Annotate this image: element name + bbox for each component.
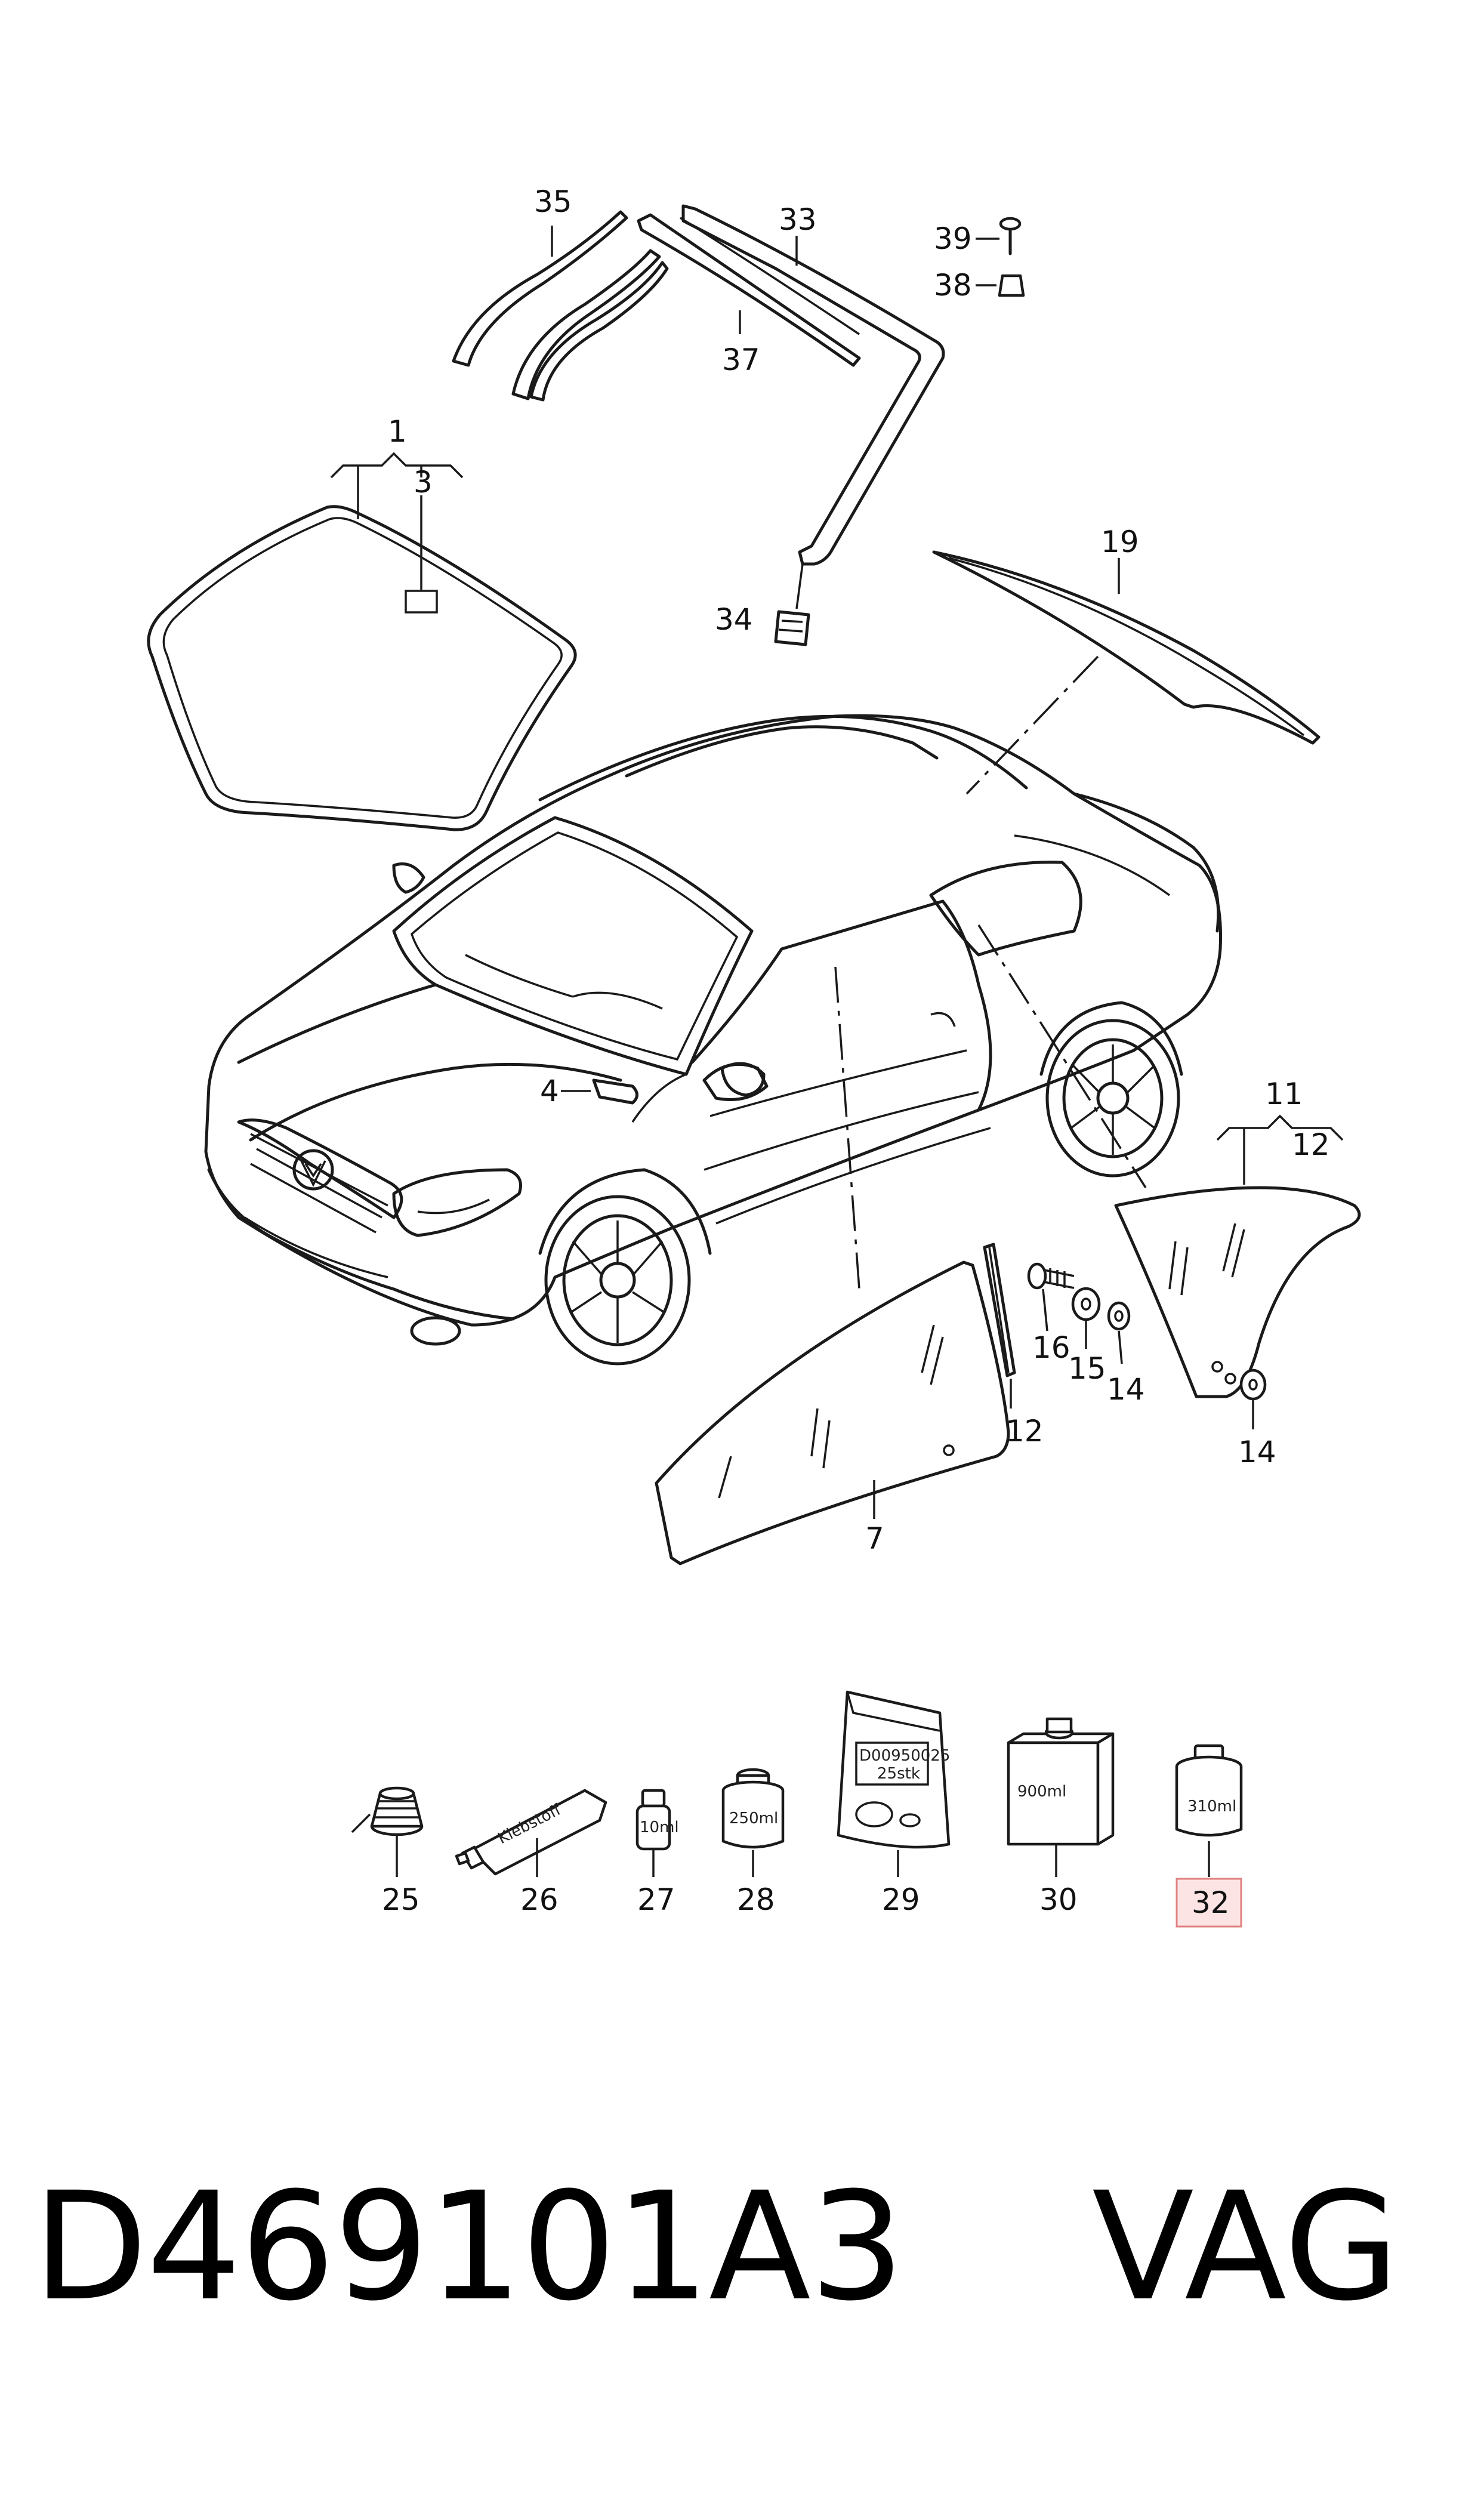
seal-ring-25 (351, 1786, 424, 1877)
callout-15: 15 (1068, 1351, 1106, 1386)
bag-label-1: D00950025 (859, 1747, 950, 1765)
callout-38: 38 (934, 268, 972, 303)
callout-12-quarter: 12 (1292, 1127, 1330, 1162)
callout-28: 28 (737, 1882, 775, 1917)
rear-window-19 (932, 550, 1321, 745)
bottle-box-30: 900ml (1007, 1717, 1115, 1877)
can-label: 250ml (729, 1810, 778, 1827)
callout-4: 4 (540, 1074, 559, 1108)
callout-26: 26 (520, 1882, 559, 1917)
callout-1: 1 (388, 414, 407, 449)
washer-15 (1071, 1287, 1101, 1321)
callout-35: 35 (534, 184, 572, 219)
can-28: 250ml (721, 1768, 785, 1877)
adhesive-tube-26: Klebstoff (455, 1789, 607, 1877)
bag-29: D00950025 25stk (837, 1690, 950, 1877)
tin-label: 310ml (1187, 1798, 1236, 1816)
roof-frame (452, 204, 945, 646)
bracket-11 (1216, 1114, 1344, 1185)
car-body (204, 714, 1223, 1366)
vial-label: 10ml (640, 1819, 679, 1836)
callout-34: 34 (715, 602, 753, 637)
callout-33: 33 (779, 202, 817, 237)
washer-14 (1107, 1301, 1131, 1331)
seal-12 (983, 1243, 1016, 1377)
brand-name: VAG (1092, 2160, 1400, 2334)
callout-14-door: 14 (1107, 1372, 1145, 1407)
callout-32: 32 (1192, 1885, 1230, 1920)
diagram-code: D469101A3 (33, 2160, 905, 2334)
washer-14b (1239, 1369, 1267, 1401)
callout-16: 16 (1032, 1330, 1070, 1365)
bolt-16 (1027, 1262, 1075, 1290)
callout-19: 19 (1101, 525, 1139, 559)
leader-lines (561, 655, 1147, 1290)
highlight-box-32 (1176, 1878, 1242, 1928)
callout-3: 3 (414, 465, 433, 500)
callout-14-quarter: 14 (1238, 1435, 1276, 1469)
sensor-plate (405, 590, 438, 614)
bag-label-2: 25stk (877, 1765, 920, 1783)
tin-32: 310ml (1175, 1744, 1243, 1877)
callout-37: 37 (722, 343, 760, 377)
callout-30: 30 (1039, 1882, 1078, 1917)
vial-27: 10ml (635, 1789, 679, 1877)
door-glass-7 (655, 1260, 1010, 1565)
clip-38 (998, 274, 1025, 297)
callout-29: 29 (882, 1882, 920, 1917)
callout-25: 25 (382, 1882, 420, 1917)
callout-11: 11 (1265, 1077, 1303, 1111)
windshield (147, 495, 577, 831)
screw-39 (999, 217, 1022, 255)
callout-27: 27 (637, 1882, 675, 1917)
callout-labels: 1 3 4 7 11 12 12 14 14 15 16 19 25 26 27… (382, 184, 1330, 1920)
callout-39: 39 (934, 221, 972, 256)
bracket-1 (330, 452, 464, 519)
callout-12-seal: 12 (1005, 1414, 1044, 1448)
callout-7: 7 (865, 1521, 884, 1556)
box-label: 900ml (1017, 1783, 1066, 1801)
quarter-glass-11 (1114, 1186, 1361, 1398)
